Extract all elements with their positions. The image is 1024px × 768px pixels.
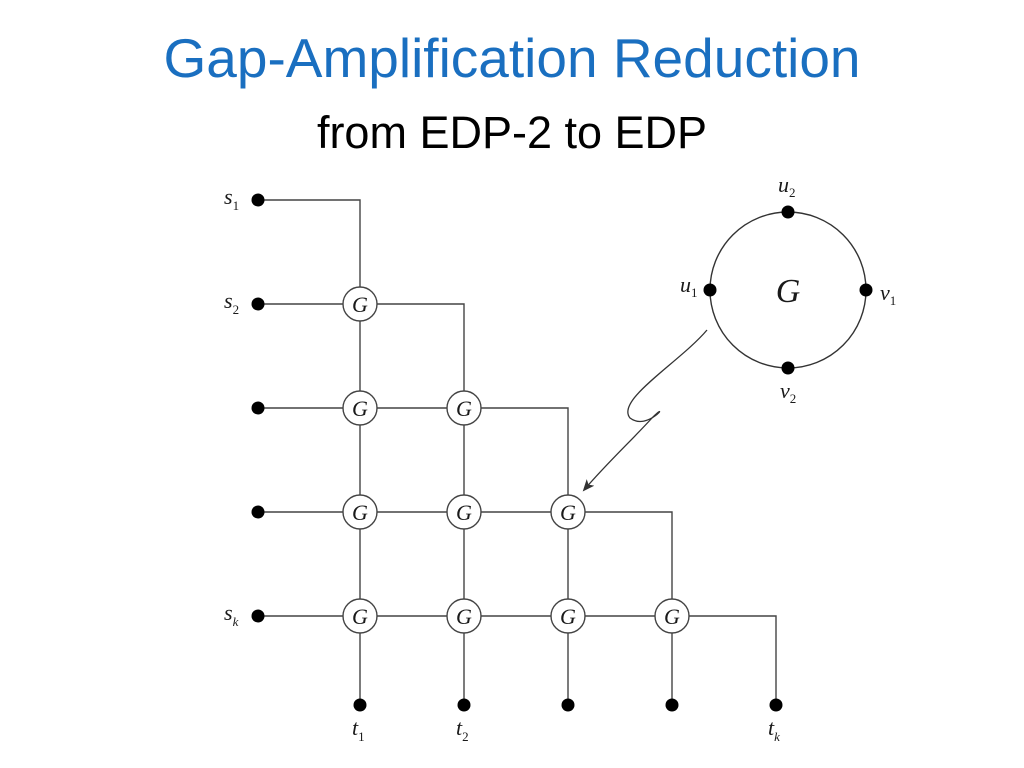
gadget-label: G bbox=[352, 292, 368, 317]
wire-path bbox=[258, 199, 361, 705]
sink-terminal bbox=[457, 698, 471, 712]
wires-layer bbox=[258, 199, 777, 705]
gadget-label: G bbox=[560, 604, 576, 629]
v1-node bbox=[859, 283, 873, 297]
sink-terminal bbox=[353, 698, 367, 712]
gadget-node: G bbox=[446, 494, 482, 530]
slide-title: Gap-Amplification Reduction bbox=[163, 27, 861, 89]
wire-path bbox=[258, 615, 777, 705]
gadget-circle bbox=[550, 598, 586, 634]
source-label: s2 bbox=[224, 288, 239, 317]
wire-path bbox=[258, 303, 465, 705]
wire-path bbox=[258, 511, 673, 705]
gadget-circle bbox=[654, 598, 690, 634]
source-terminal bbox=[251, 609, 265, 623]
gadget-circle bbox=[446, 390, 482, 426]
source-terminal bbox=[251, 297, 265, 311]
sink-label: tk bbox=[768, 715, 780, 744]
sink-terminal bbox=[561, 698, 575, 712]
source-label: s1 bbox=[224, 184, 239, 213]
gadget-node: G bbox=[342, 390, 378, 426]
gadget-node: G bbox=[342, 286, 378, 322]
source-terminal bbox=[251, 193, 265, 207]
gadget-node: G bbox=[446, 390, 482, 426]
source-terminal bbox=[251, 505, 265, 519]
gadget-circle bbox=[342, 390, 378, 426]
v1-label: v1 bbox=[880, 280, 896, 308]
sink-label: t2 bbox=[456, 715, 469, 744]
gadget-circle bbox=[446, 598, 482, 634]
gadget-node: G bbox=[550, 598, 586, 634]
source-terminal bbox=[251, 401, 265, 415]
gadgets-layer: G G G G G G G G G G bbox=[342, 286, 690, 634]
gadget-label: G bbox=[352, 604, 368, 629]
u1-node bbox=[703, 283, 717, 297]
gadget-label: G bbox=[664, 604, 680, 629]
v2-label: v2 bbox=[780, 378, 796, 406]
sink-terminal bbox=[665, 698, 679, 712]
gadget-node: G bbox=[654, 598, 690, 634]
u1-label: u1 bbox=[680, 272, 698, 300]
gadget-node: G bbox=[550, 494, 586, 530]
gadget-circle bbox=[342, 598, 378, 634]
gadget-node: G bbox=[342, 598, 378, 634]
wire-path bbox=[258, 407, 569, 705]
gadget-label: G bbox=[560, 500, 576, 525]
zoom-arrow bbox=[582, 329, 708, 492]
gadget-label: G bbox=[456, 500, 472, 525]
gadget-label: G bbox=[456, 604, 472, 629]
v2-node bbox=[781, 361, 795, 375]
terminal-labels-layer: s1 s2 sk t1 t2 tk bbox=[224, 184, 780, 744]
u2-node bbox=[781, 205, 795, 219]
terminals-layer bbox=[251, 193, 783, 712]
sink-label: t1 bbox=[352, 715, 365, 744]
gadget-label: G bbox=[352, 396, 368, 421]
gadget-node: G bbox=[446, 598, 482, 634]
gadget-circle bbox=[550, 494, 586, 530]
gadget-circle bbox=[342, 494, 378, 530]
gadget-detail-inset: G u2 u1 v1 v2 bbox=[680, 172, 896, 406]
u2-label: u2 bbox=[778, 172, 796, 200]
gadget-circle bbox=[446, 494, 482, 530]
gadget-node: G bbox=[342, 494, 378, 530]
source-label: sk bbox=[224, 600, 239, 629]
gadget-label: G bbox=[352, 500, 368, 525]
gadget-label: G bbox=[456, 396, 472, 421]
gadget-circle bbox=[342, 286, 378, 322]
slide-subtitle: from EDP-2 to EDP bbox=[316, 107, 708, 158]
gadget-detail-label: G bbox=[776, 273, 801, 310]
sink-terminal bbox=[769, 698, 783, 712]
